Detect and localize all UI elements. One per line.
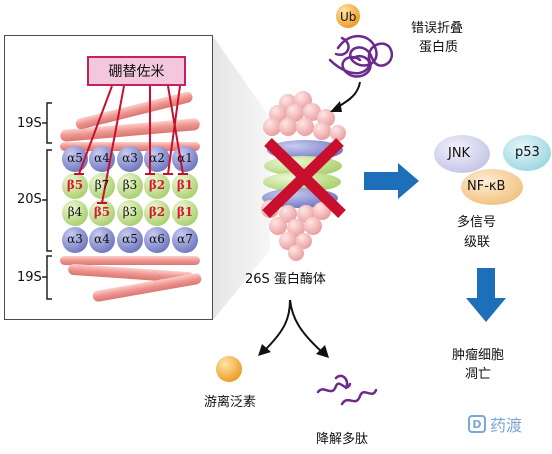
arrow-to-signals <box>364 163 419 199</box>
beta-subunit-sphere <box>144 200 170 226</box>
cascade-line1: 多信号 <box>457 215 497 230</box>
alpha-subunit-label: α6 <box>149 232 165 246</box>
cascade-line2: 级联 <box>464 235 491 250</box>
logo: D 药渡 <box>468 412 522 436</box>
alpha-subunit-label: α1 <box>177 151 193 165</box>
arrow-to-apoptosis <box>466 268 506 322</box>
degraded-peptides-label: 降解多肽 <box>316 432 369 447</box>
beta-subunit-sphere <box>172 200 198 226</box>
drug-label: 硼替佐米 <box>108 64 165 80</box>
beta-subunit-label: β7 <box>94 178 110 192</box>
beta-subunit-sphere <box>89 173 115 199</box>
free-ubiquitin-label: 游离泛素 <box>204 395 257 410</box>
free-ubiquitin-sphere <box>216 356 242 382</box>
beta-subunit-sphere <box>172 173 198 199</box>
beta-subunit-label: β1 <box>176 178 194 192</box>
p53-label: p53 <box>515 145 540 160</box>
inhibition-line <box>167 85 184 175</box>
alpha-subunit-label: α3 <box>67 232 83 246</box>
alpha-subunit-label: α7 <box>177 232 193 246</box>
beta-subunit-label: β4 <box>67 205 83 219</box>
beta-subunit-label: β5 <box>93 205 111 219</box>
jnk-label: JNK <box>448 146 471 161</box>
layer-brackets <box>42 102 52 300</box>
misfolded-protein-line2: 蛋白质 <box>419 40 459 55</box>
alpha-subunit-sphere <box>144 227 170 253</box>
alpha-subunit-sphere <box>117 146 143 172</box>
beta-subunit-label: β3 <box>122 205 138 219</box>
inhibition-line <box>101 85 125 204</box>
inhibition-line <box>78 85 113 175</box>
alpha-subunit-sphere <box>117 227 143 253</box>
cap-bottom-label: 19S <box>17 270 42 285</box>
beta-subunit-sphere <box>62 200 88 226</box>
peptide-fragments <box>316 374 378 406</box>
beta-subunit-sphere <box>117 173 143 199</box>
beta-subunit-label: β5 <box>66 178 84 192</box>
nfkb-label: NF-κB <box>467 179 506 194</box>
drug-label-box: 硼替佐米 <box>87 56 186 86</box>
alpha-subunit-label: α5 <box>67 151 83 165</box>
beta-subunit-label: β2 <box>148 205 166 219</box>
core-label: 20S <box>17 192 42 207</box>
cap-top-rods <box>60 91 200 151</box>
alpha-subunit-label: α3 <box>122 151 138 165</box>
beta-subunit-label: β1 <box>176 205 194 219</box>
cap-bottom-rods <box>60 256 202 302</box>
inhibition-line <box>167 85 181 175</box>
alpha-subunit-label: α5 <box>122 232 138 246</box>
ub-label: Ub <box>340 10 357 24</box>
degradation-arrows <box>264 299 323 353</box>
zoom-fan <box>213 36 270 320</box>
misfolded-protein <box>328 35 394 78</box>
subunit-grid <box>62 146 198 253</box>
nfkb-bubble <box>461 169 523 205</box>
beta-subunit-sphere <box>144 173 170 199</box>
jnk-bubble <box>434 135 490 173</box>
cap-top-label: 19S <box>17 116 42 131</box>
ubiquitin-sphere <box>336 4 360 28</box>
alpha-subunit-sphere <box>89 227 115 253</box>
alpha-subunit-label: α4 <box>94 151 110 165</box>
alpha-subunit-label: α4 <box>94 232 110 246</box>
beta-subunit-sphere <box>117 200 143 226</box>
alpha-subunit-sphere <box>62 227 88 253</box>
outcome-line1: 肿瘤细胞 <box>452 348 505 363</box>
beta-subunit-label: β2 <box>148 178 166 192</box>
alpha-subunit-sphere <box>172 227 198 253</box>
logo-text: 药渡 <box>490 416 523 435</box>
outcome-line2: 凋亡 <box>465 367 492 382</box>
inhibition-cross <box>262 138 346 218</box>
beta-subunit-sphere <box>62 173 88 199</box>
misfolded-protein-line1: 错误折叠 <box>411 21 464 36</box>
inhibition-lines <box>74 85 188 204</box>
beta-subunit-label: β3 <box>122 178 138 192</box>
alpha-subunit-label: α2 <box>149 151 165 165</box>
p53-bubble <box>503 135 551 171</box>
logo-icon: D <box>468 415 486 433</box>
proteasome-label: 26S 蛋白酶体 <box>245 272 326 287</box>
beta-subunit-sphere <box>89 200 115 226</box>
